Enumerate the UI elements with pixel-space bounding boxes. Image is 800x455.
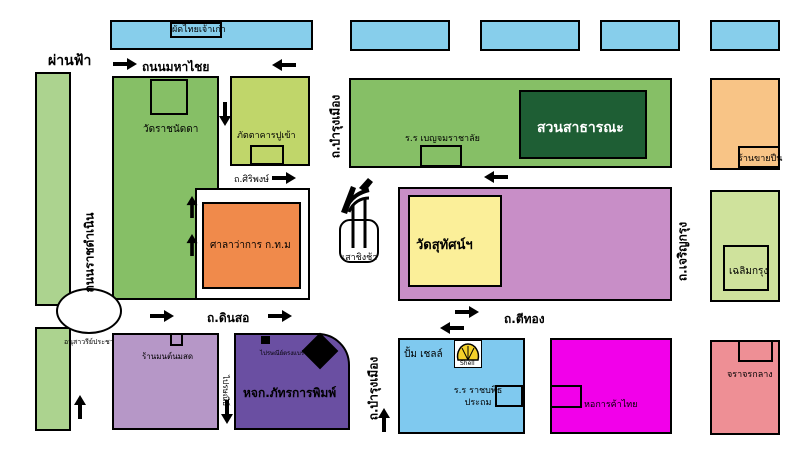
arrow-up-icon (186, 196, 198, 218)
wat-suthat-label: วัดสุทัศน์ฯ (416, 238, 473, 253)
block-gun-shop (710, 78, 780, 170)
arrow-up-icon (378, 408, 390, 432)
block-left-bottom (35, 327, 71, 431)
wat-ratchanatda-label: วัดราชนัดดา (143, 124, 199, 135)
tee-thong-label: ถ.ตีทอง (504, 312, 545, 326)
city-hall-label: ศาลาว่าการ ก.ท.ม (210, 240, 291, 251)
block-top-3 (480, 20, 580, 51)
arrow-up-icon (74, 395, 86, 419)
arrow-up-icon (186, 234, 198, 256)
arrow-right-icon (455, 306, 479, 318)
hall-label: หอการค้าไทย (584, 400, 638, 410)
arrow-left-icon (272, 59, 296, 71)
arrow-left-icon (484, 171, 508, 183)
democracy-monument-roundabout (56, 288, 122, 334)
arrow-down-icon (219, 102, 231, 126)
din-so-label: ถ.ดินสอ (207, 311, 250, 325)
giant-swing-icon (339, 178, 379, 263)
monument-label: อนุสาวรีย์ประชาธิปไตย (64, 338, 135, 346)
block-police (710, 340, 780, 435)
printing-label: หจก.ภัทรการพิมพ์ (243, 386, 337, 400)
maha-chai-label: ถนนมหาไชย (142, 60, 210, 74)
police-building (738, 340, 773, 362)
gun-shop-label: ร้านขายปืน (738, 154, 783, 164)
school-benja-building (420, 145, 462, 167)
arrow-right-icon (113, 58, 137, 70)
park-label: สวนสาธารณะ (537, 120, 624, 136)
arrow-right-icon (150, 310, 174, 322)
chaloem-krung-building (723, 245, 769, 291)
shell-logo-icon: Shell (454, 340, 482, 368)
block-top-5 (710, 20, 780, 51)
restaurant-label: ภัตตาคารปูเข้า (237, 131, 296, 141)
school-benja-label: ร.ร เบญจมราชาลัย (405, 134, 480, 144)
phan-fa-label: ผ่านฟ้า (48, 53, 92, 69)
wat-suthat (408, 195, 502, 287)
arrow-right-icon (268, 310, 292, 322)
block-phat-thai (110, 20, 313, 50)
hall-building (550, 385, 582, 408)
block-top-2 (350, 20, 450, 51)
phat-thai-shop (170, 22, 222, 38)
block-top-4 (600, 20, 680, 51)
mail-box-label: ไปรษณีย์ตรงแบร์ (260, 350, 305, 357)
arrow-left-icon (440, 322, 464, 334)
charoen-krung-label: ถ.เจริญกรุง (675, 221, 690, 282)
arrow-down-icon (221, 400, 233, 424)
phat-thai-label: ผัดไทยเจ้าเก่า (172, 25, 226, 35)
wat-ratchanatda-building (150, 79, 188, 115)
mont-shop-building (170, 333, 183, 346)
mont-shop-label: ร้านมนต์นมสด (142, 352, 194, 361)
restaurant-building (250, 145, 284, 165)
police-label: จราจรกลาง (727, 370, 773, 380)
shell-station-label: ปั้ม เชลล์ (404, 349, 443, 360)
block-mont-shop (112, 333, 219, 430)
block-left-strip (35, 72, 71, 306)
arrow-right-icon (272, 172, 296, 184)
chaloem-krung-label: เฉลิมกรุง (729, 266, 769, 277)
giant-swing-label: เสาชิงช้า (342, 253, 378, 263)
mail-box-icon (261, 336, 270, 344)
park (519, 90, 647, 159)
shell-logo-label: Shell (460, 360, 475, 367)
block-restaurant (230, 76, 310, 166)
bamrung-mueang-top-label: ถ.บำรุงเมือง (328, 94, 343, 159)
gun-shop-building (738, 146, 780, 168)
block-city-hall (202, 202, 301, 289)
siri-phong-label: ถ.ศิริพงษ์ (234, 175, 270, 185)
ratchadamnoen-label: ถนนราชดำเนิน (82, 212, 97, 293)
school-rachabophit-label: ร.ร ราชบพิธ ประถม (453, 386, 503, 408)
school-rachabophit-building (495, 385, 523, 407)
